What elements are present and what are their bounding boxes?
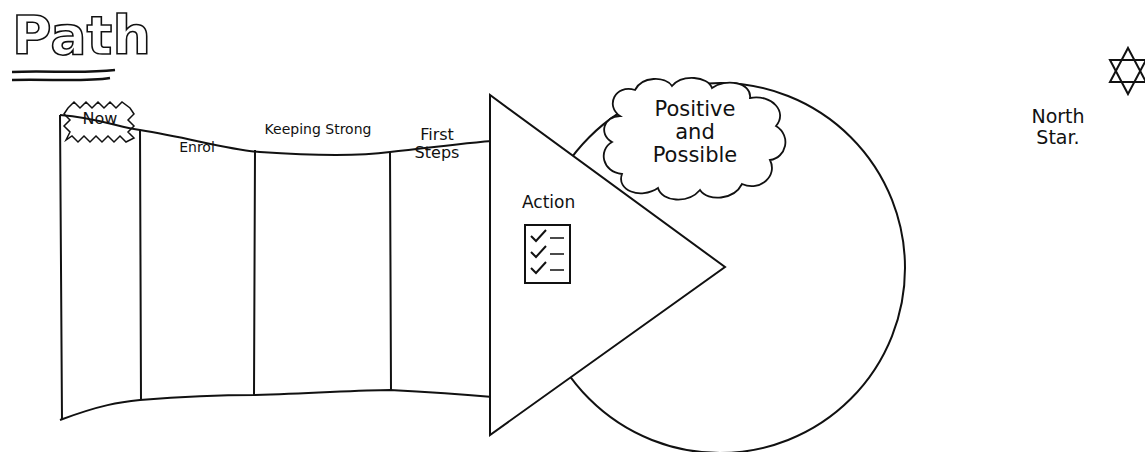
diagram-title: Path <box>12 6 151 65</box>
node-text: First Steps <box>402 126 472 161</box>
stage-band: Now <box>60 100 140 420</box>
star-caption: North Star. <box>1022 106 1094 148</box>
stage-band: First Steps <box>390 100 490 390</box>
node-text: Enrol <box>162 140 232 155</box>
stage-band: Keeping Strong <box>255 100 390 395</box>
jagged-frame <box>64 102 134 142</box>
stage-band: Enrol <box>140 100 255 400</box>
node-text: Keeping Strong <box>263 122 373 137</box>
node-text: Positive and Possible <box>640 98 750 167</box>
banner-bottom <box>60 390 505 420</box>
goal-cloud: Positive and Possible <box>600 76 790 204</box>
node-text: Action <box>522 193 612 212</box>
north-star-symbol <box>1110 48 1145 94</box>
node-text: Now <box>66 110 134 128</box>
title-underline <box>12 70 115 80</box>
banner-columns <box>60 115 391 420</box>
checklist-icon <box>525 225 570 283</box>
